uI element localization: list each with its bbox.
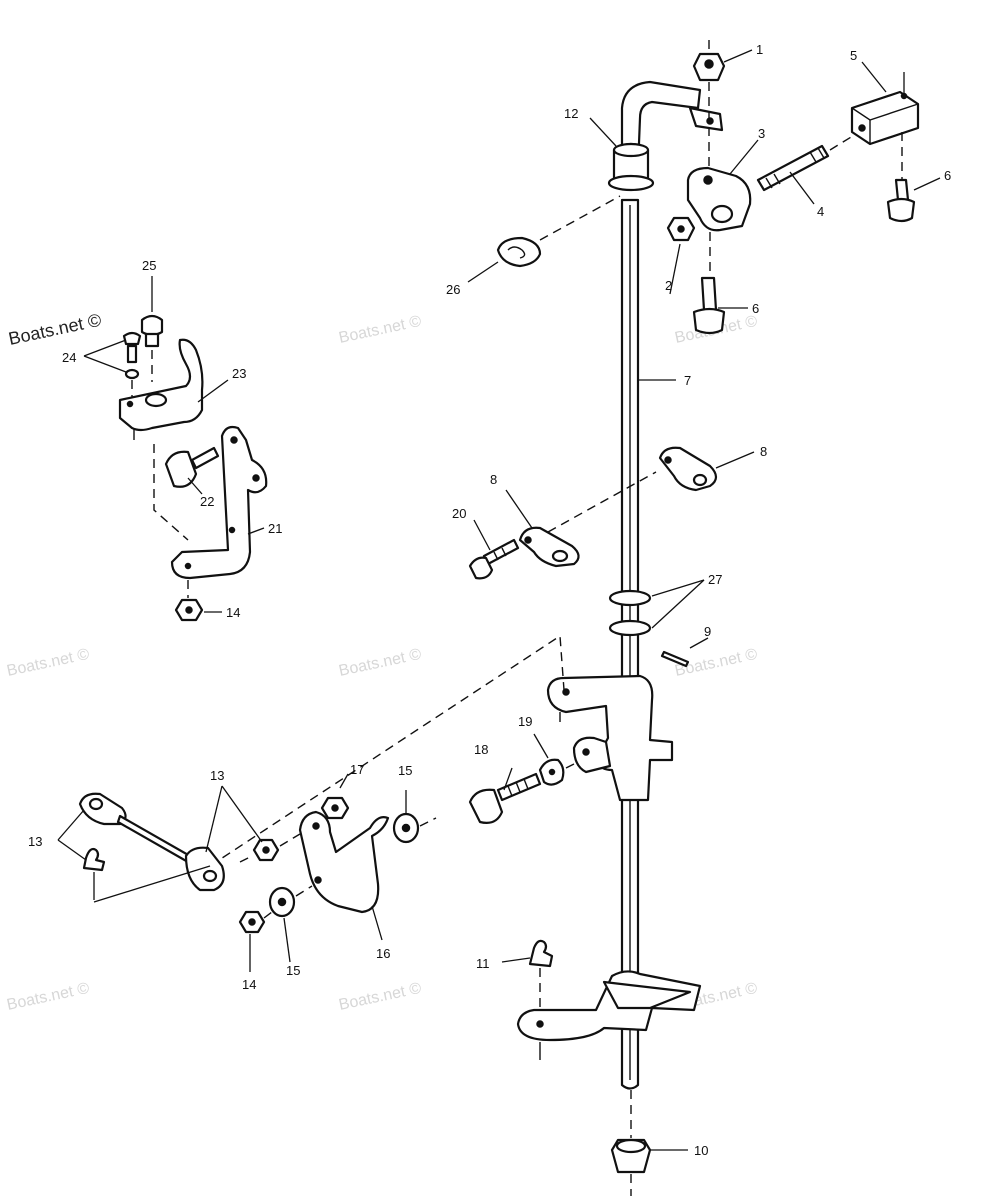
callout-3: 3 [758, 126, 765, 141]
callout-22: 22 [200, 494, 214, 509]
link-right [658, 446, 718, 492]
watermark-main: Boats.net © [7, 310, 103, 349]
callout-8: 8 [760, 444, 767, 459]
callout-5: 5 [850, 48, 857, 63]
guide-line [209, 634, 565, 867]
watermarks: Boats.net © Boats.net © Boats.net © Boat… [5, 310, 759, 1014]
nut-top [692, 40, 726, 180]
shift-arm [118, 338, 204, 440]
callout-8: 8 [490, 472, 497, 487]
adjuster-block [686, 166, 752, 232]
bushing [607, 142, 655, 192]
callout-10: 10 [694, 1143, 708, 1158]
callout-17: 17 [350, 762, 364, 777]
callout-19: 19 [518, 714, 532, 729]
nut-rod [239, 833, 301, 863]
ball-stud [528, 939, 554, 1008]
callout-26: 26 [446, 282, 460, 297]
watermark: Boats.net © [5, 980, 91, 1014]
cotter-pin [660, 650, 690, 668]
callout-4: 4 [817, 204, 824, 219]
callout-1: 1 [756, 42, 763, 57]
callout-11: 11 [476, 956, 490, 971]
callout-25: 25 [142, 258, 156, 273]
link-left [518, 471, 657, 568]
callout-18: 18 [474, 742, 488, 757]
shift-lever-lower [516, 970, 702, 1060]
clevis-block [850, 72, 920, 180]
nut-small [666, 216, 696, 242]
callout-24: 24 [62, 350, 76, 365]
callout-15: 15 [398, 763, 412, 778]
leader-lines [57, 49, 941, 1151]
washers [608, 589, 652, 637]
bracket-21 [153, 425, 268, 598]
callout-7: 7 [684, 373, 691, 388]
callout-13: 13 [28, 834, 42, 849]
watermark: Boats.net © [337, 313, 423, 347]
watermark: Boats.net © [337, 980, 423, 1014]
screw-24 [122, 331, 142, 400]
washer-lever [538, 758, 575, 786]
callout-14: 14 [226, 605, 240, 620]
callout-21: 21 [268, 521, 282, 536]
bolt-22 [164, 446, 220, 488]
callout-20: 20 [452, 506, 466, 521]
washer-15-top [392, 812, 437, 844]
bracket [298, 810, 390, 914]
shoulder-bolt [692, 232, 726, 335]
callout-23: 23 [232, 366, 246, 381]
washer-15-bottom [268, 885, 313, 918]
nut-bottom [610, 1090, 652, 1196]
nut-14-bottom [238, 910, 273, 934]
callout-12: 12 [564, 106, 578, 121]
shoulder-bolt [886, 178, 916, 223]
threaded-rod [756, 133, 857, 192]
callout-15: 15 [286, 963, 300, 978]
shift-lever-upper [546, 674, 674, 802]
callout-9: 9 [704, 624, 711, 639]
bolt-link [468, 538, 520, 580]
shift-shaft [620, 80, 724, 1090]
e-clip [496, 195, 621, 268]
callout-27: 27 [708, 572, 722, 587]
callout-6: 6 [752, 301, 759, 316]
callout-13: 13 [210, 768, 224, 783]
bolt-lever [468, 772, 542, 824]
callout-14: 14 [242, 977, 256, 992]
watermark: Boats.net © [337, 646, 423, 680]
callout-2: 2 [665, 278, 672, 293]
watermark: Boats.net © [5, 646, 91, 680]
link-rod [78, 792, 225, 892]
nut-17 [320, 796, 350, 820]
ball-joint [82, 847, 211, 903]
callout-16: 16 [376, 946, 390, 961]
callout-6: 6 [944, 168, 951, 183]
bolt-25 [140, 314, 164, 382]
callouts: 1 2 3 4 5 6 6 7 8 8 9 10 11 12 13 13 14 … [28, 42, 951, 1158]
nut-14-top [174, 598, 204, 622]
